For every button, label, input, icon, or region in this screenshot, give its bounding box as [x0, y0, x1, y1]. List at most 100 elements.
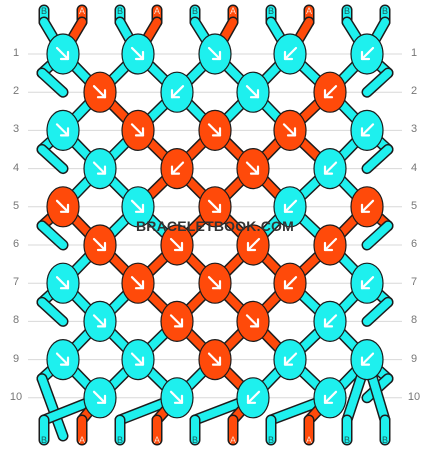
knot [273, 109, 307, 151]
arrow-head-icon [134, 280, 145, 290]
knot [198, 186, 232, 228]
strand-label-bottom: B [344, 435, 350, 445]
arrow-head-icon [283, 356, 294, 366]
knot [313, 71, 347, 113]
knot [160, 148, 194, 190]
arrow-head-icon [249, 89, 260, 99]
arrow-icon [130, 352, 145, 366]
arrow-head-icon [323, 394, 334, 404]
arrow-icon [92, 390, 107, 404]
arrow-icon [207, 123, 222, 137]
arrow-head-icon [323, 165, 334, 175]
knot [121, 33, 155, 75]
arrow-icon [323, 390, 338, 404]
arrow-head-icon [323, 241, 334, 252]
strand-label-bottom: A [154, 435, 160, 445]
arrow-icon [245, 161, 260, 175]
knot [83, 148, 117, 190]
knot [198, 109, 232, 151]
arrow-head-icon [59, 127, 70, 137]
row-number: 9 [410, 352, 418, 365]
knot [350, 339, 384, 381]
arrow-head-icon [211, 50, 222, 61]
strand-label-top: A [230, 6, 236, 16]
knot [46, 339, 80, 381]
knot [198, 33, 232, 75]
row-number: 4 [12, 161, 20, 174]
arrow-icon [55, 123, 70, 137]
row-number: 8 [12, 314, 20, 327]
arrow-head-icon [59, 203, 70, 213]
arrow-icon [283, 46, 298, 61]
knot [350, 109, 384, 151]
arrow-head-icon [134, 127, 145, 137]
arrow-icon [360, 276, 375, 290]
knot [350, 186, 384, 228]
strand-label-top: B [117, 6, 123, 16]
row-number: 5 [12, 199, 20, 212]
knot [313, 300, 347, 342]
knot [121, 339, 155, 381]
arrow-head-icon [96, 394, 107, 404]
row-number: 4 [410, 161, 418, 174]
arrow-head-icon [59, 50, 70, 61]
arrow-icon [207, 46, 222, 61]
strand-label-bottom: B [117, 435, 123, 445]
knot [198, 262, 232, 304]
arrow-head-icon [173, 241, 184, 252]
arrow-head-icon [360, 127, 371, 137]
strand-label-bottom: B [382, 435, 388, 445]
row-number: 9 [12, 352, 20, 365]
arrow-icon [323, 314, 338, 328]
strand-label-bottom: B [192, 435, 198, 445]
thread-segment [38, 145, 67, 173]
arrow-icon [92, 314, 107, 328]
strand-label-bottom: B [268, 435, 274, 445]
arrow-icon [130, 123, 145, 137]
arrow-icon [55, 199, 70, 213]
arrow-head-icon [246, 241, 257, 252]
arrow-icon [245, 85, 260, 99]
thread-segment [38, 374, 67, 440]
arrow-head-icon [211, 203, 222, 213]
row-number: 3 [12, 123, 20, 136]
thread-segment [38, 69, 67, 97]
knot [236, 377, 270, 419]
arrow-head-icon [134, 203, 145, 213]
strand-label-top: A [154, 6, 160, 16]
knot [121, 262, 155, 304]
arrow-icon [323, 85, 338, 99]
arrow-icon [283, 352, 298, 366]
arrow-head-icon [283, 203, 294, 213]
arrow-icon [55, 276, 70, 290]
arrow-icon [246, 390, 261, 404]
row-number: 5 [410, 199, 418, 212]
arrow-icon [283, 199, 298, 213]
knot [236, 300, 270, 342]
arrow-icon [55, 46, 70, 61]
arrow-head-icon [96, 89, 107, 99]
arrow-icon [245, 314, 260, 328]
knot [273, 262, 307, 304]
thread-segment [363, 69, 392, 97]
knot [160, 224, 194, 266]
arrow-icon [92, 161, 107, 175]
row-number: 1 [410, 47, 418, 59]
arrow-head-icon [96, 241, 107, 252]
arrow-head-icon [286, 127, 297, 137]
knot [313, 224, 347, 266]
arrow-icon [246, 237, 261, 252]
knot [236, 71, 270, 113]
arrow-head-icon [59, 356, 70, 366]
knot [313, 148, 347, 190]
arrow-head-icon [59, 280, 70, 290]
knot [121, 186, 155, 228]
knot [273, 339, 307, 381]
row-number: 6 [410, 238, 418, 250]
arrow-head-icon [211, 356, 222, 366]
arrow-head-icon [96, 165, 107, 175]
arrow-icon [207, 352, 222, 366]
arrow-head-icon [170, 89, 181, 99]
arrow-head-icon [211, 280, 222, 290]
